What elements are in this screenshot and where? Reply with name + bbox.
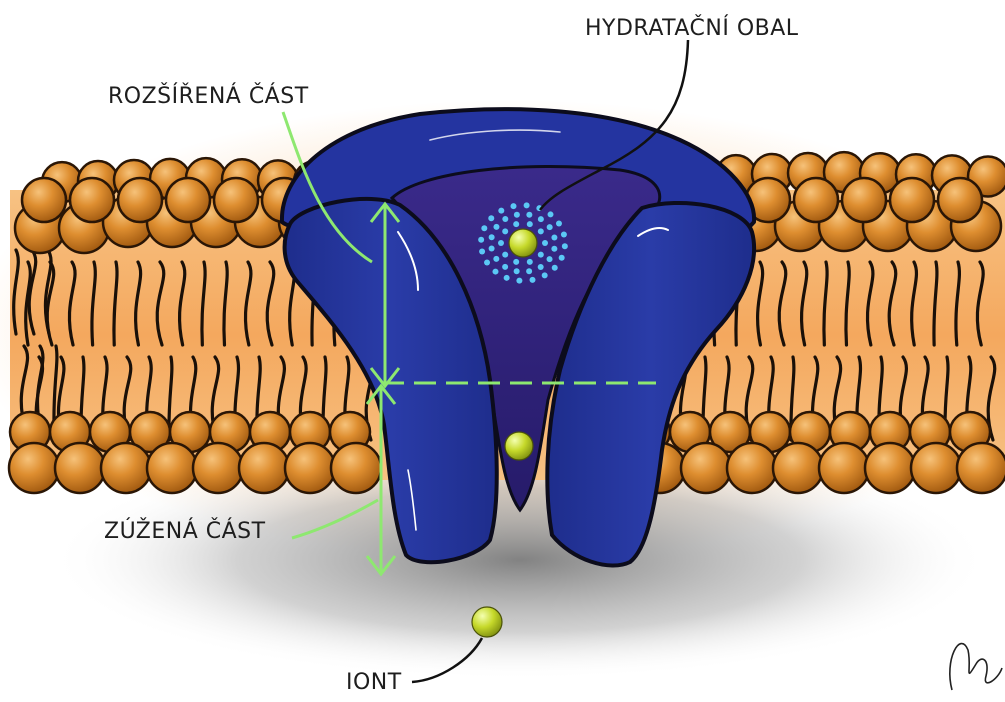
water-dot [498, 208, 504, 214]
water-dot [488, 215, 494, 221]
water-dot [538, 252, 544, 258]
lipid-head [239, 443, 289, 493]
artist-signature [950, 644, 1002, 690]
lipid-head [101, 443, 151, 493]
lipid-head [957, 443, 1005, 493]
water-dot [526, 268, 532, 274]
ion [509, 229, 537, 257]
water-dot [551, 246, 557, 252]
water-dot [493, 256, 499, 262]
lipid-head [22, 178, 66, 222]
water-dot [514, 212, 520, 218]
water-dot [516, 278, 522, 284]
water-dot [530, 277, 536, 283]
water-dot [559, 255, 565, 261]
label-ion: IONT [346, 670, 402, 695]
lipid-head [938, 178, 982, 222]
lipid-head [193, 443, 243, 493]
lipid-head [331, 443, 381, 493]
lipid-head [911, 443, 961, 493]
label-hydration-shell: HYDRATAČNÍ OBAL [585, 16, 799, 41]
lipid-head [147, 443, 197, 493]
water-dot [551, 234, 557, 240]
lipid-head [794, 178, 838, 222]
water-dot [542, 240, 548, 246]
water-dot [502, 264, 508, 270]
water-dot [498, 240, 504, 246]
ion [505, 432, 533, 460]
water-dot [538, 264, 544, 270]
lipid-head [166, 178, 210, 222]
water-dot [493, 224, 499, 230]
lipid-head [890, 178, 934, 222]
water-dot [562, 243, 568, 249]
water-dot [524, 202, 530, 208]
water-dot [527, 221, 533, 227]
water-dot [489, 246, 495, 252]
lipid-head [865, 443, 915, 493]
lipid-head [285, 443, 335, 493]
water-dot [556, 220, 562, 226]
label-narrow-part: ZÚŽENÁ ČÁST [104, 519, 266, 544]
water-dot [489, 234, 495, 240]
lipid-head [727, 443, 777, 493]
lipid-head [214, 178, 258, 222]
lipid-head [819, 443, 869, 493]
lipid-head [9, 443, 59, 493]
water-dot [513, 221, 519, 227]
water-dot [478, 237, 484, 243]
label-wide-part: ROZŠÍŘENÁ ČÁST [108, 84, 309, 109]
water-dot [510, 203, 516, 209]
lipid-head [681, 443, 731, 493]
water-dot [548, 211, 554, 217]
water-dot [502, 216, 508, 222]
water-dot [504, 275, 510, 281]
water-dot [538, 228, 544, 234]
water-dot [513, 259, 519, 265]
water-dot [502, 228, 508, 234]
water-dot [481, 225, 487, 231]
water-dot [492, 269, 498, 275]
lipid-head [55, 443, 105, 493]
lipid-head [118, 178, 162, 222]
water-dot [542, 272, 548, 278]
lipid-head [773, 443, 823, 493]
water-dot [502, 252, 508, 258]
water-dot [561, 231, 567, 237]
water-dot [484, 260, 490, 266]
water-dot [538, 216, 544, 222]
lipid-head [70, 178, 114, 222]
water-dot [514, 268, 520, 274]
water-dot [527, 259, 533, 265]
water-dot [479, 249, 485, 255]
lipid-head [842, 178, 886, 222]
water-dot [547, 224, 553, 230]
water-dot [526, 212, 532, 218]
water-dot [552, 265, 558, 271]
ion [472, 607, 502, 637]
water-dot [547, 256, 553, 262]
